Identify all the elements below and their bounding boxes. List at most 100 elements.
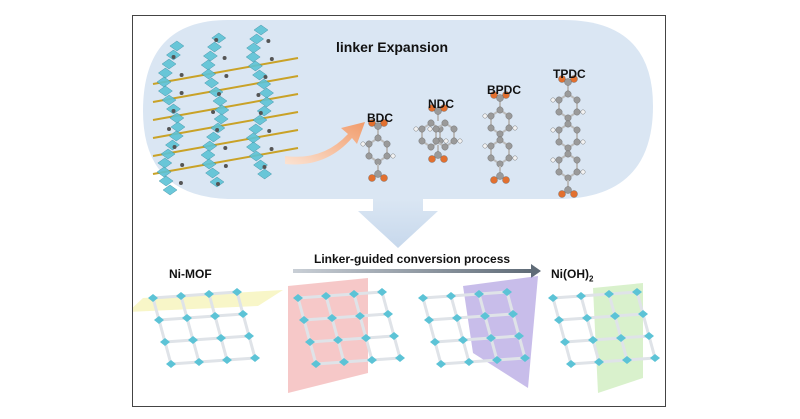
grid-bar (478, 290, 508, 296)
grid-node (367, 356, 377, 364)
grid-node (148, 294, 158, 302)
atom (512, 125, 518, 131)
grid-bar (380, 291, 390, 315)
helix-atom (267, 129, 272, 133)
grid-bar (517, 335, 527, 359)
grid-bar (324, 295, 334, 319)
grid-bar (170, 360, 200, 366)
helix-atom (215, 128, 220, 132)
grid-node (486, 334, 496, 342)
atom (428, 104, 436, 112)
helix-node (158, 175, 174, 187)
helix-atom (222, 56, 227, 60)
grid-bar (353, 290, 383, 296)
grid-bar (325, 292, 355, 298)
atom (487, 124, 495, 132)
grid-bar (309, 338, 339, 344)
helix-node (166, 49, 181, 61)
grid-bar (359, 312, 389, 318)
helix-node (245, 51, 261, 63)
process-label: Linker-guided conversion process (314, 252, 511, 266)
linker-label-tpdc: TPDC (553, 67, 586, 81)
ni-mof-label: Ni-MOF (169, 267, 212, 281)
atom (496, 172, 504, 180)
grid-bar (505, 291, 515, 315)
grid-node (166, 360, 176, 368)
grid-node (176, 292, 186, 300)
grid-node (480, 312, 490, 320)
grid-bar (456, 314, 486, 320)
framework-grid (548, 283, 660, 393)
helix-atom (172, 145, 177, 149)
helix-atom (211, 110, 216, 114)
grid-bar (302, 319, 312, 343)
grid-bar (570, 360, 600, 366)
grid-bar (619, 337, 629, 361)
grid-bar (214, 312, 244, 318)
helix-node (212, 95, 228, 107)
grid-bar (449, 295, 459, 319)
grid-bar (489, 337, 499, 361)
atom (441, 143, 449, 151)
diagram-art (133, 20, 660, 393)
grid-bar (164, 338, 194, 344)
grid-node (474, 290, 484, 298)
atom (573, 138, 581, 146)
atom (365, 140, 373, 148)
atom (490, 91, 498, 99)
atom (573, 96, 581, 104)
helix-node (213, 113, 229, 125)
atom (490, 176, 498, 184)
helix-atom (180, 163, 185, 167)
grid-bar (208, 290, 238, 296)
helix-node (249, 33, 265, 45)
atom (418, 137, 426, 145)
grid-bar (151, 297, 161, 321)
grid-node (424, 316, 434, 324)
grid-bar (163, 341, 173, 365)
atom (555, 168, 563, 176)
linker-label-bpdc: BPDC (487, 83, 522, 97)
grid-bar (496, 356, 526, 362)
atom (555, 108, 563, 116)
atom (380, 119, 388, 127)
grid-node (430, 338, 440, 346)
grid-node (321, 292, 331, 300)
grid-bar (580, 292, 610, 298)
atom (505, 142, 513, 150)
grid-bar (579, 295, 589, 319)
grid-bar (592, 336, 622, 342)
atom (580, 109, 586, 115)
helix-node (169, 40, 185, 52)
atom (496, 94, 504, 102)
grid-node (418, 294, 428, 302)
atom (550, 97, 556, 103)
grid-node (349, 290, 359, 298)
grid-bar (614, 312, 644, 318)
atom (374, 122, 382, 130)
grid-bar (450, 292, 480, 298)
atom (550, 127, 556, 133)
grid-bar (641, 313, 651, 337)
grid-bar (179, 295, 189, 319)
atom (555, 96, 563, 104)
helix-atom (171, 109, 176, 113)
grid-bar (591, 339, 601, 363)
helix-atom (215, 182, 220, 186)
atom (487, 142, 495, 150)
framework-plane (133, 290, 283, 312)
atom (368, 119, 376, 127)
grid-bar (421, 297, 431, 321)
helix-atom (179, 91, 184, 95)
grid-bar (247, 335, 257, 359)
helix-node (252, 69, 267, 81)
atom (564, 90, 572, 98)
atom (550, 157, 556, 163)
helix-node (160, 148, 176, 160)
linker-molecule-bpdc (482, 91, 518, 184)
atom (413, 126, 419, 132)
helix-atom (269, 147, 274, 151)
atom (427, 126, 433, 132)
grid-node (327, 314, 337, 322)
grid-bar (337, 336, 367, 342)
